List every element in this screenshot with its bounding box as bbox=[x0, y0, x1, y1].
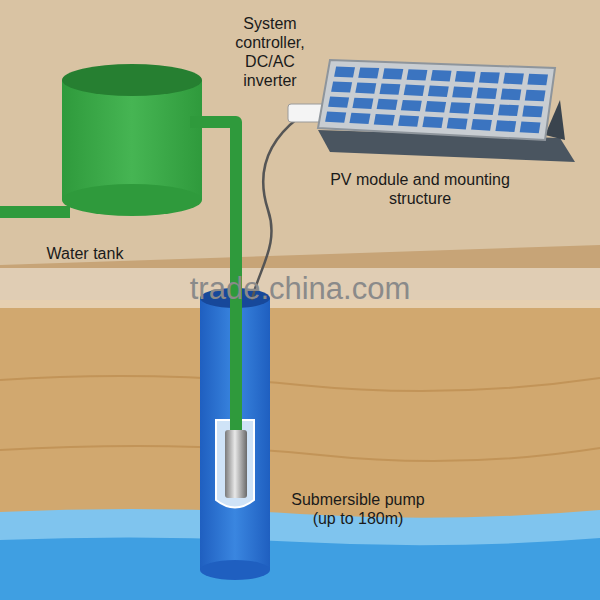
pv-module bbox=[318, 60, 555, 140]
pv-cell bbox=[425, 101, 446, 113]
pv-cell bbox=[334, 67, 355, 78]
pv-cell bbox=[401, 100, 422, 111]
pv-cell bbox=[503, 73, 524, 85]
water-tank bbox=[62, 184, 202, 216]
well-cutaway bbox=[216, 420, 254, 508]
pv-cell bbox=[527, 74, 548, 86]
pv-cell bbox=[501, 89, 522, 101]
pv-cell bbox=[455, 71, 476, 82]
pv-cell bbox=[380, 84, 401, 95]
soil-layer bbox=[0, 446, 600, 461]
pv-cell bbox=[352, 98, 373, 109]
watermark-strip bbox=[0, 268, 600, 308]
pump-label: Submersible pump (up to 180m) bbox=[283, 490, 433, 528]
pv-cell bbox=[355, 83, 376, 94]
pv-cell bbox=[349, 113, 370, 124]
well-casing bbox=[200, 560, 270, 580]
pv-cell bbox=[498, 104, 519, 116]
pv-cells bbox=[325, 67, 548, 134]
pv-cell bbox=[449, 102, 470, 114]
pv-cell bbox=[398, 115, 419, 126]
groundwater bbox=[0, 509, 600, 600]
tank-label: Water tank bbox=[25, 244, 145, 263]
pv-cell bbox=[328, 97, 349, 108]
pv-cell bbox=[382, 68, 403, 79]
outlet-pipe bbox=[0, 206, 70, 218]
pv-cell bbox=[452, 87, 473, 98]
water-tank bbox=[62, 80, 202, 200]
pv-cell bbox=[471, 119, 492, 131]
soil-layer bbox=[0, 376, 600, 391]
pv-cell bbox=[476, 88, 497, 100]
pv-cell bbox=[520, 122, 541, 134]
underground bbox=[0, 300, 600, 600]
pv-cell bbox=[422, 117, 443, 129]
pv-cell bbox=[377, 99, 398, 110]
submersible-pump bbox=[225, 430, 247, 498]
pv-cell bbox=[495, 120, 516, 132]
controller-label: System controller, DC/AC inverter bbox=[220, 14, 320, 90]
pv-cell bbox=[522, 106, 543, 118]
pv-cell bbox=[374, 114, 395, 125]
pv-cell bbox=[525, 90, 546, 102]
pv-cell bbox=[479, 72, 500, 84]
pv-cell bbox=[431, 70, 452, 81]
pv-cell bbox=[407, 69, 428, 80]
watermark: trade.china.com bbox=[190, 272, 411, 306]
pv-cell bbox=[474, 103, 495, 115]
pv-cell bbox=[331, 82, 352, 93]
water-tank-top bbox=[62, 64, 202, 96]
pv-cell bbox=[447, 118, 468, 130]
pv-cell bbox=[428, 86, 449, 97]
pv-cell bbox=[325, 112, 346, 123]
pv-cell bbox=[404, 85, 425, 96]
groundwater bbox=[0, 537, 600, 600]
pv-cell bbox=[358, 67, 379, 78]
pv-module-label: PV module and mounting structure bbox=[330, 170, 510, 208]
